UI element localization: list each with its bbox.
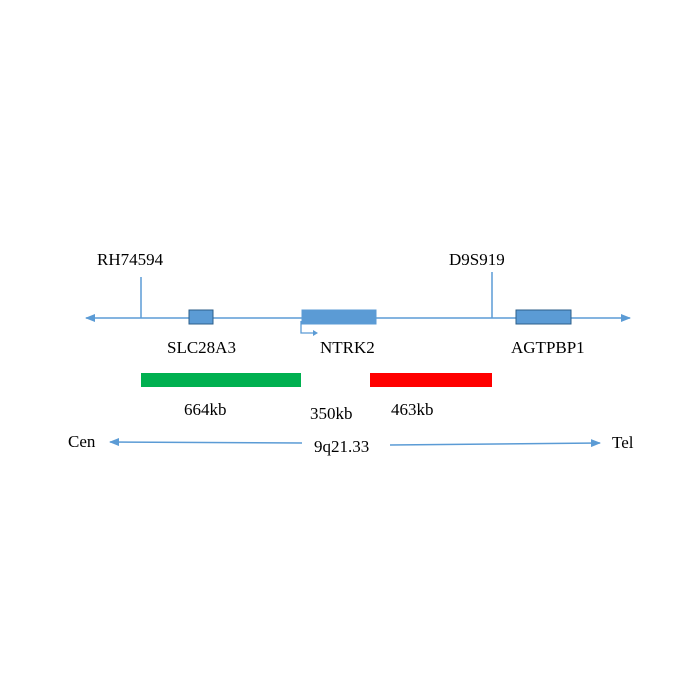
axis-label-band: 9q21.33 xyxy=(314,437,369,456)
gene-label-slc28a3: SLC28A3 xyxy=(167,338,236,357)
region-label-350kb: 350kb xyxy=(310,404,353,423)
region-bar-green xyxy=(141,373,301,387)
marker-label-rh74594: RH74594 xyxy=(97,250,164,269)
gene-box-slc28a3 xyxy=(188,309,214,325)
axis-label-cen: Cen xyxy=(68,432,96,451)
gene-box-ntrk2 xyxy=(301,309,377,325)
tel-arrow-line xyxy=(389,439,601,448)
gene-label-ntrk2: NTRK2 xyxy=(320,338,375,357)
gene-label-agtpbp1: AGTPBP1 xyxy=(511,338,585,357)
cen-arrow-line xyxy=(109,438,303,447)
region-label-664kb: 664kb xyxy=(184,400,227,419)
region-bar-red xyxy=(370,373,492,387)
marker-label-d9s919: D9S919 xyxy=(449,250,505,269)
region-label-463kb: 463kb xyxy=(391,400,434,419)
tss-arrowhead-icon xyxy=(313,330,318,336)
axis-label-tel: Tel xyxy=(612,433,634,452)
gene-box-agtpbp1 xyxy=(515,309,572,325)
tss-arrow-icon xyxy=(300,321,313,334)
